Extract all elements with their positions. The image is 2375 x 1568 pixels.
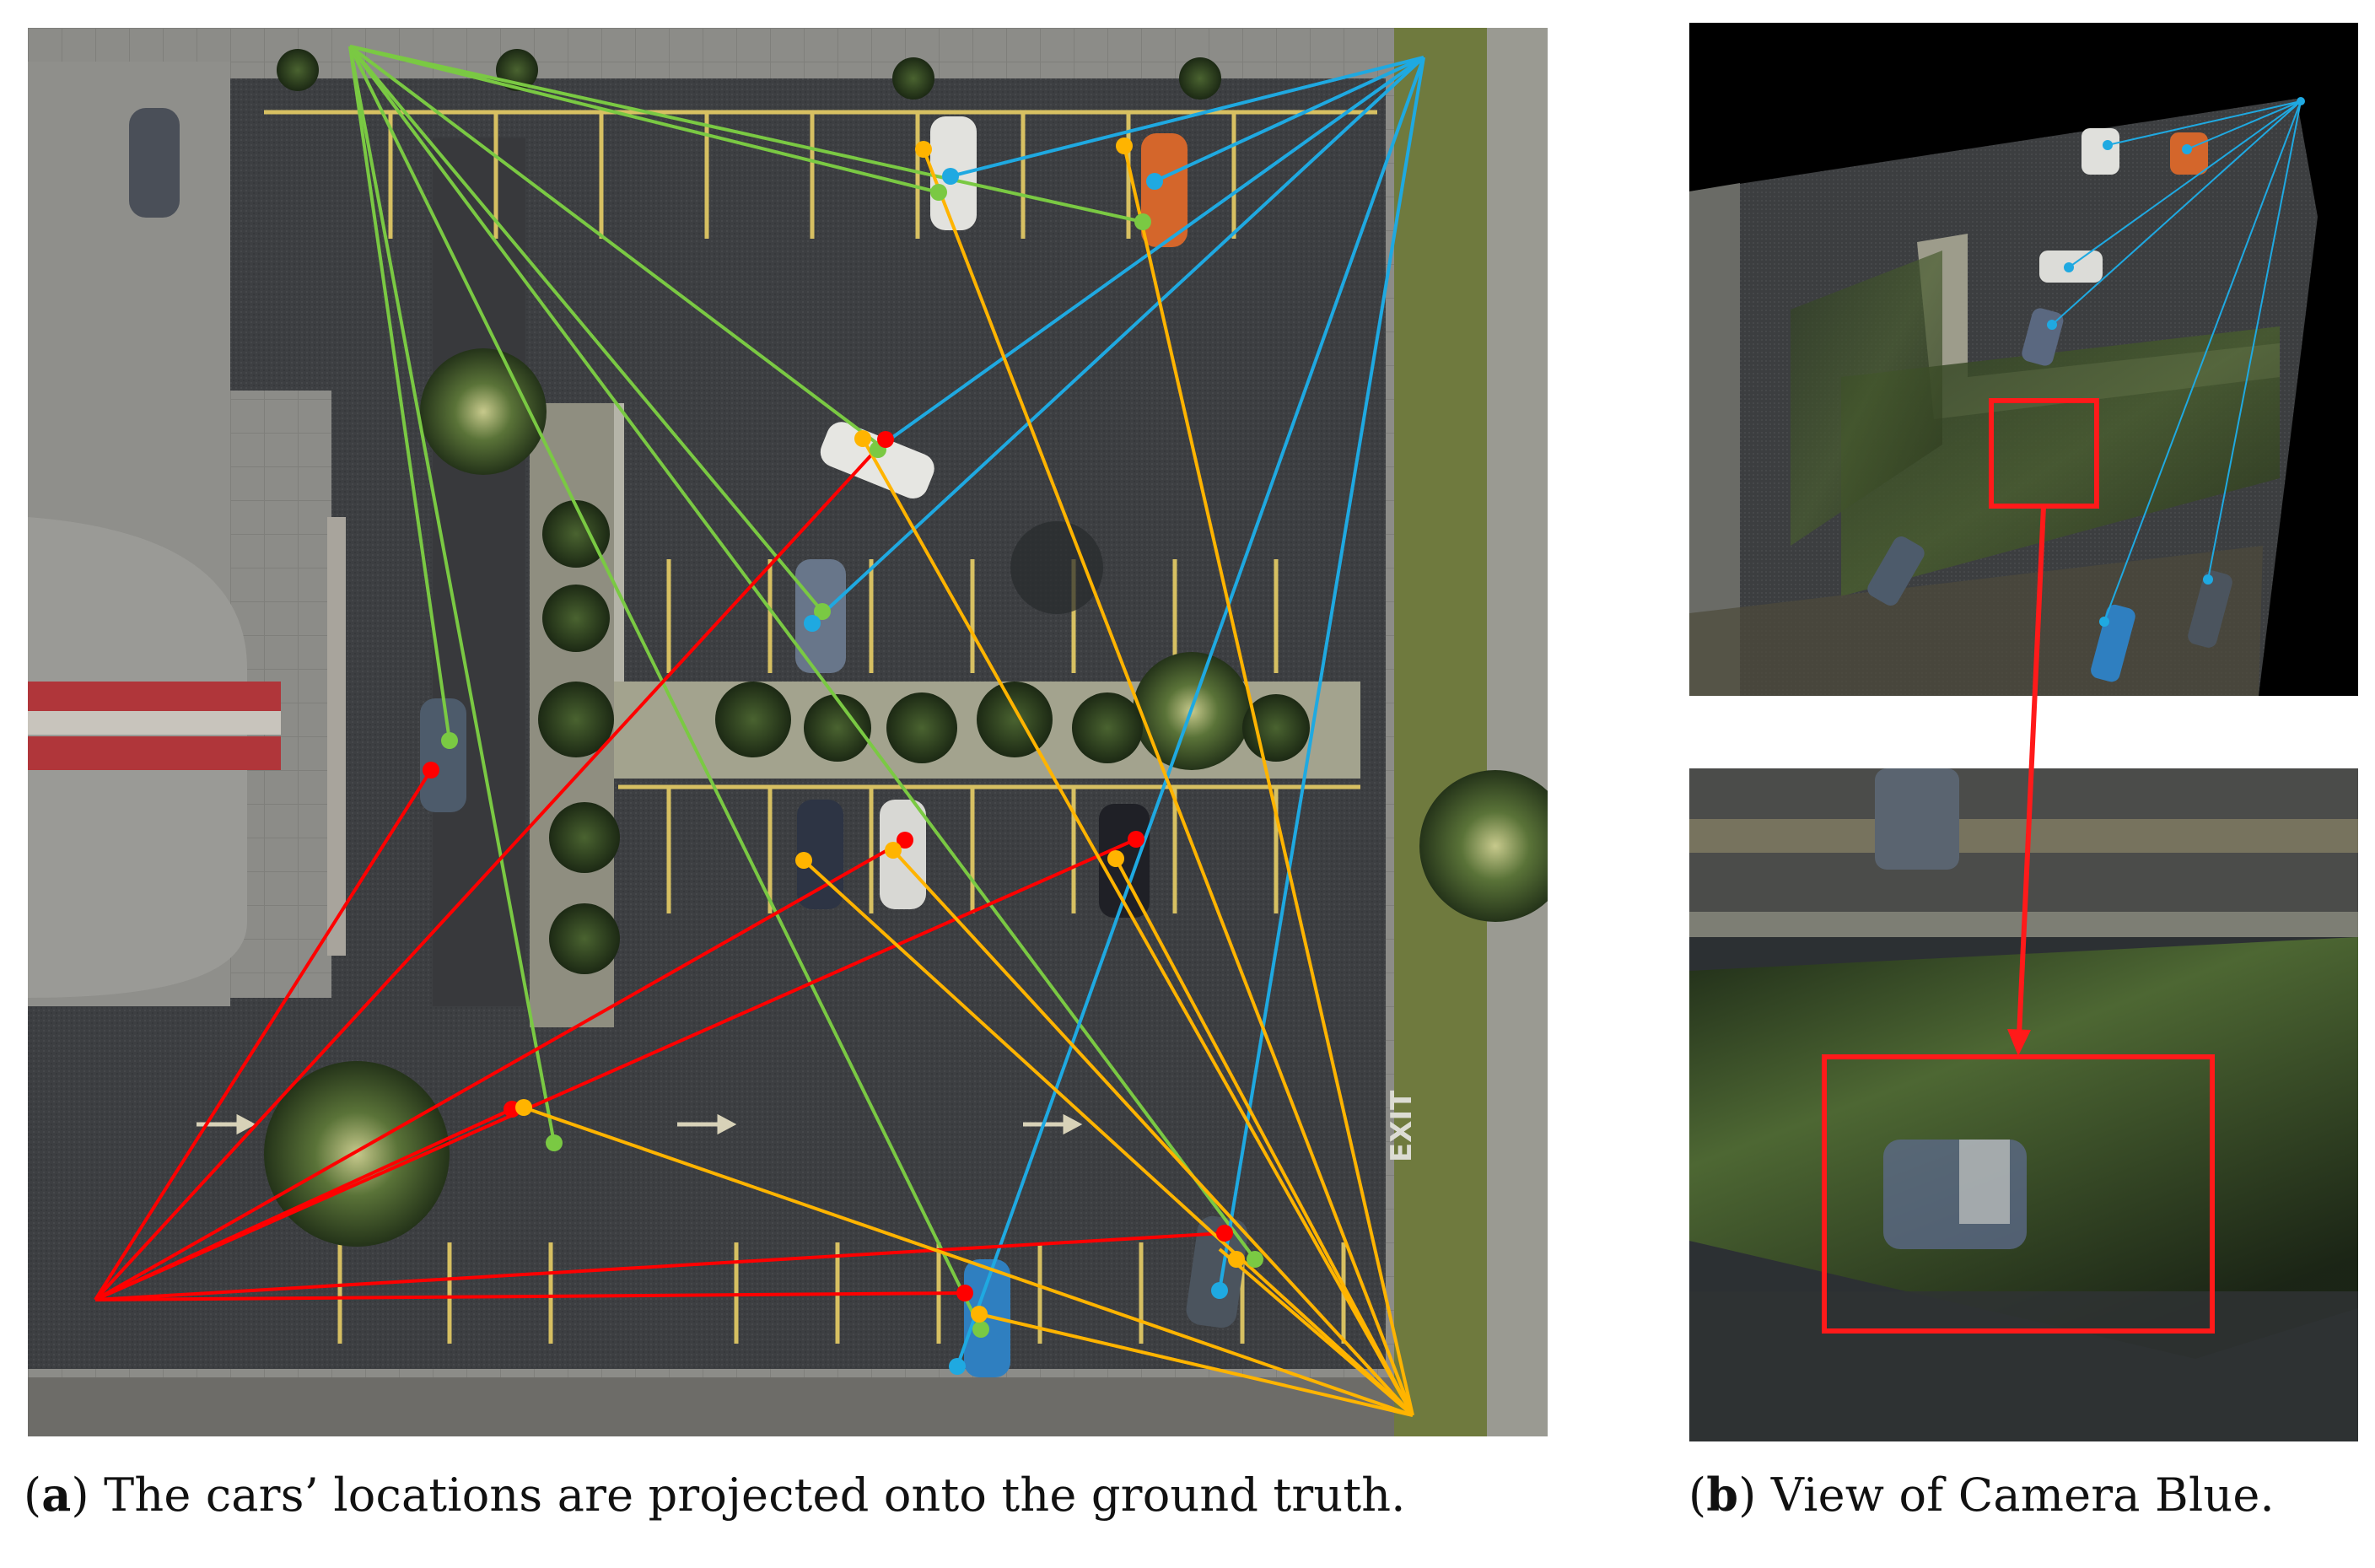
caption-b-label: b <box>1706 1468 1739 1522</box>
awning-bottom <box>28 736 281 770</box>
awning-gap <box>28 711 281 735</box>
aerial-scene: EXIT <box>28 28 1548 1436</box>
trees <box>264 49 1548 1247</box>
car <box>964 1259 1010 1377</box>
caption-a: (a) The cars’ locations are projected on… <box>24 1468 1406 1522</box>
caption-a-text: The cars’ locations are projected onto t… <box>104 1468 1406 1522</box>
yellow-camera-projections <box>523 145 1414 1417</box>
red-camera-projections <box>94 438 1225 1301</box>
blue-projection-points <box>2047 97 2305 627</box>
bottom-curb <box>28 1377 1394 1436</box>
car <box>129 108 180 218</box>
zoom-car-highlight <box>1959 1140 2010 1224</box>
caption-a-label: a <box>41 1468 72 1522</box>
warped-trees <box>1841 326 2280 596</box>
exit-sign: EXIT <box>1385 1090 1419 1162</box>
grass-strip <box>1394 28 1487 1436</box>
zoom-highlight-box <box>1822 1054 2215 1334</box>
zoom-scene <box>1689 768 2358 1441</box>
detection-points <box>423 137 1263 1375</box>
zoom-asphalt <box>1689 1291 2358 1441</box>
zoom-car-top <box>1875 768 1959 870</box>
car <box>880 800 926 909</box>
car <box>820 422 934 499</box>
awning-top <box>28 682 281 715</box>
zoom-connector-line <box>2017 505 2046 1037</box>
green-camera-projections <box>348 45 1257 1330</box>
caption-b: (b) View of Camera Blue. <box>1688 1468 2275 1522</box>
camera-blue-scene <box>1689 23 2358 696</box>
sidewalk <box>1487 28 1548 1436</box>
car <box>1141 133 1188 247</box>
warped-trees-left <box>1791 251 1942 546</box>
zoom-arrowhead <box>2007 1029 2031 1056</box>
island-curb <box>614 403 624 682</box>
building-wall <box>327 517 346 956</box>
zoom-curb <box>1689 819 2358 853</box>
camera-blue-view <box>1689 23 2358 696</box>
car <box>1186 1215 1248 1328</box>
blue-projection-lines <box>2051 100 2302 622</box>
warped-building <box>1689 183 1740 696</box>
caption-b-text: View of Camera Blue. <box>1770 1468 2275 1522</box>
car <box>420 698 466 812</box>
zoom-region-box <box>1989 398 2099 509</box>
ground-truth-aerial-view: EXIT <box>28 28 1548 1436</box>
parked-cars <box>129 108 1248 1377</box>
